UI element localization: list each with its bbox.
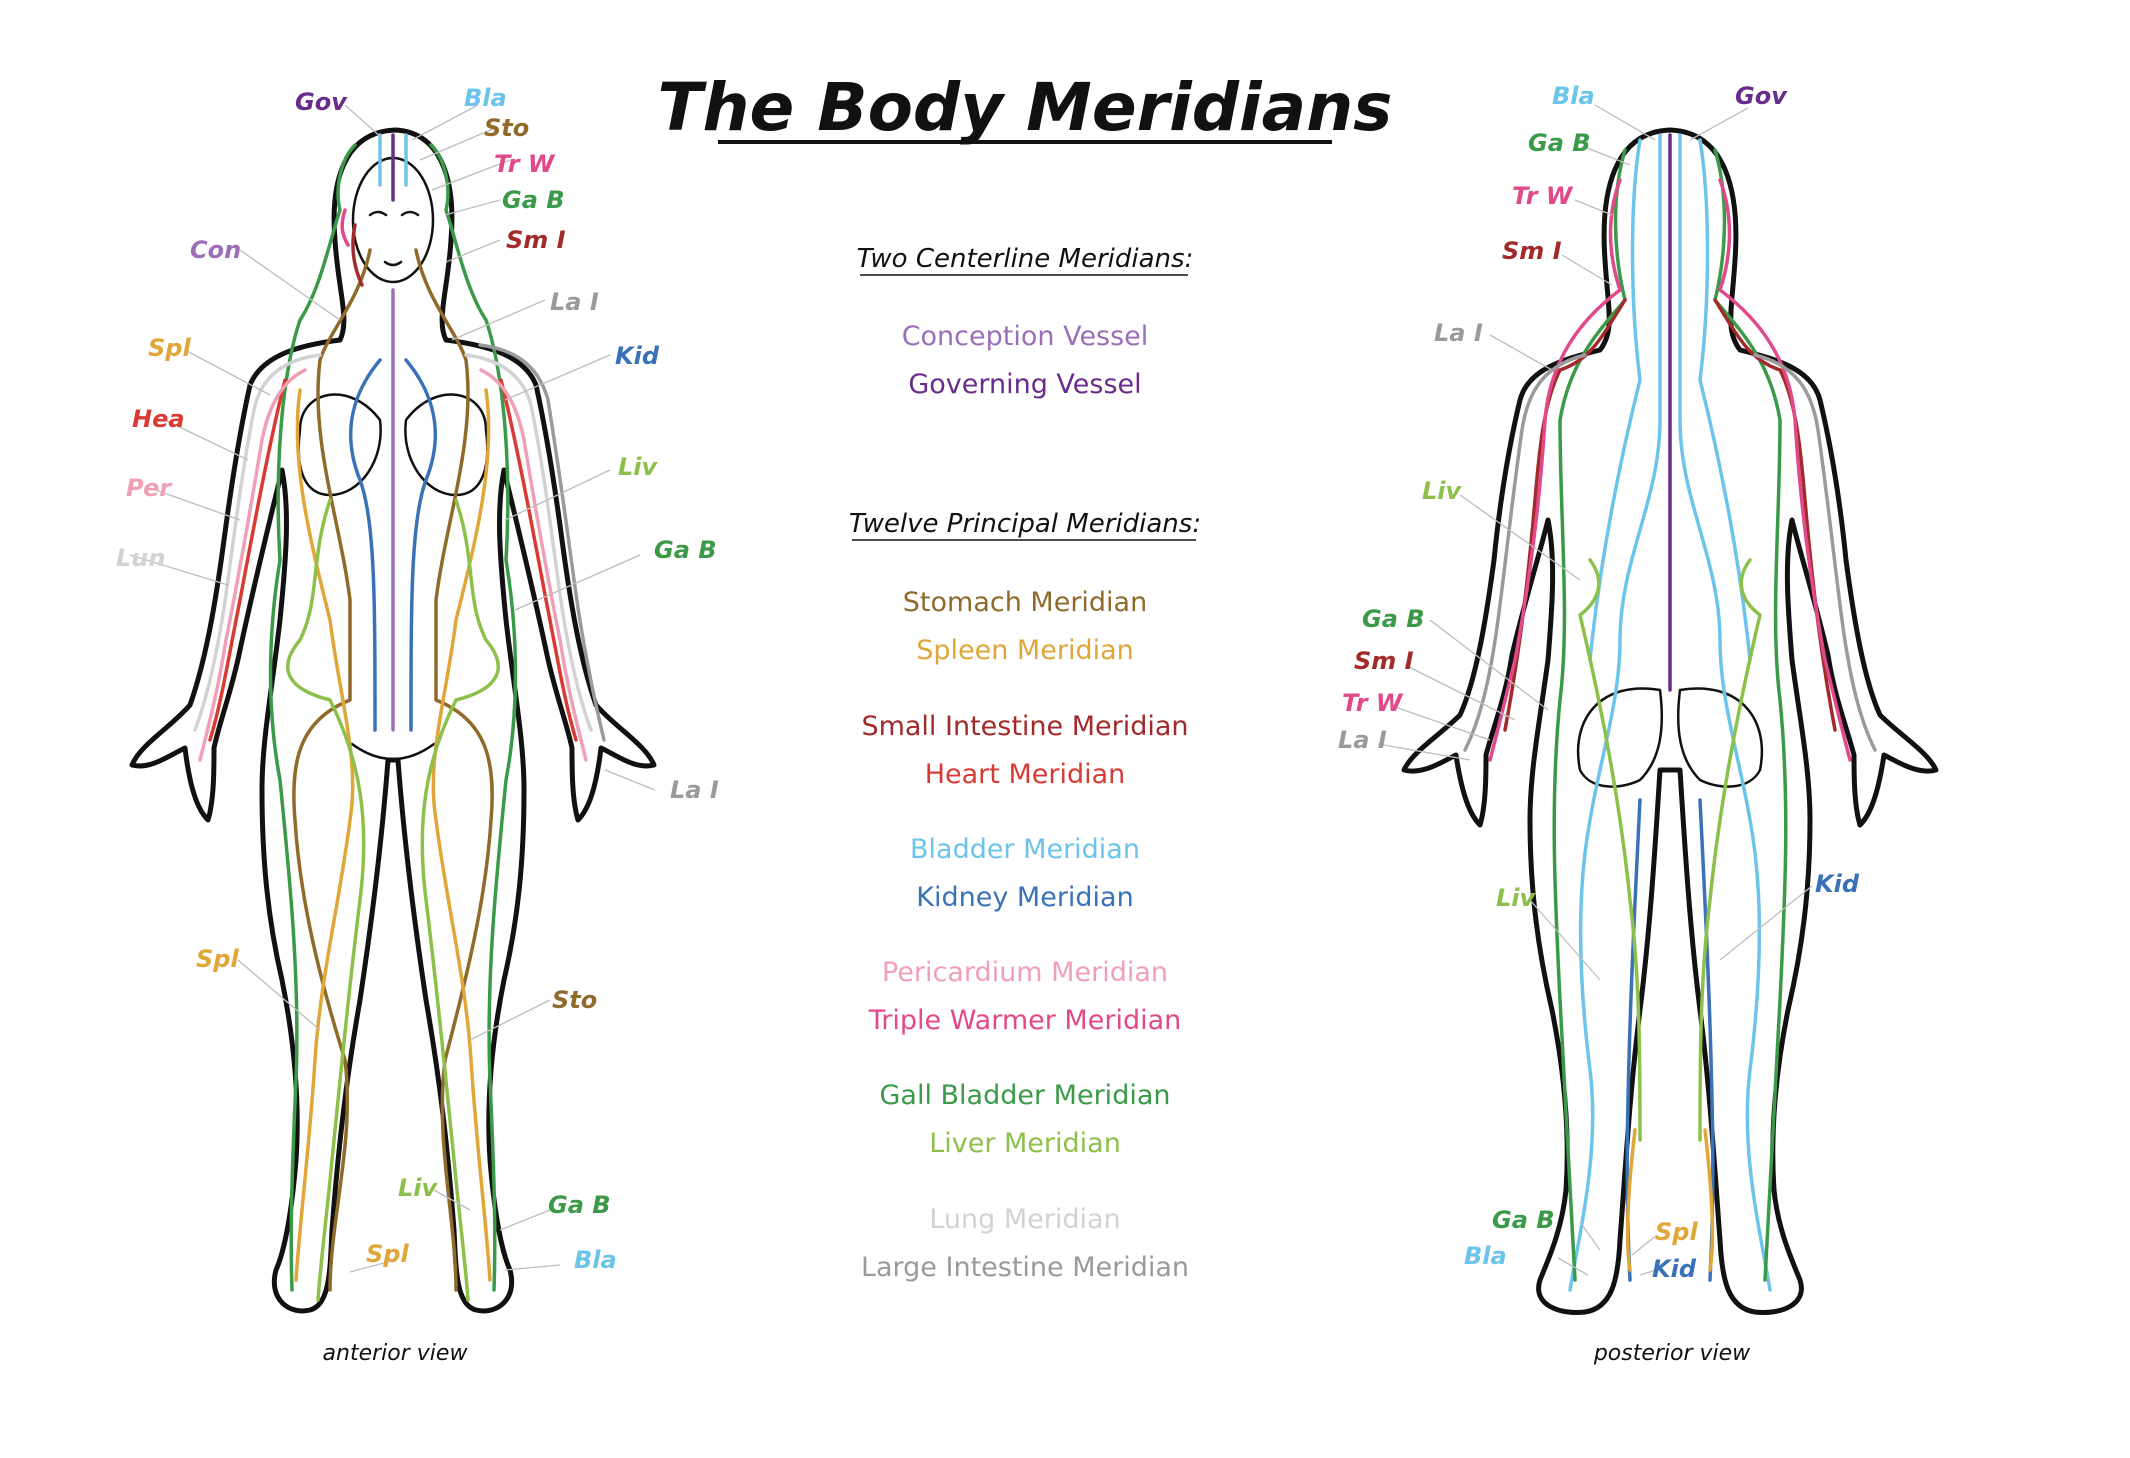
anterior-label-con: Con: [190, 236, 241, 264]
anterior-label-bla-top: Bla: [464, 84, 507, 112]
legend-stomach: Stomach Meridian: [903, 587, 1147, 618]
posterior-large-intestine-line-l: [1463, 353, 1587, 752]
anterior-spleen-line-l: [294, 388, 355, 1282]
anterior-liver-line-l: [286, 498, 366, 1302]
posterior-label-spl-foot: Spl: [1655, 1218, 1698, 1246]
legend-small-intestine: Small Intestine Meridian: [861, 711, 1188, 742]
posterior-label-smi-hand: Sm I: [1354, 647, 1414, 675]
posterior-liver-line-r: [1698, 558, 1762, 1142]
anterior-lung-line-r: [464, 353, 593, 732]
centerline-heading: Two Centerline Meridians:: [857, 244, 1194, 274]
anterior-liver-line-r: [420, 498, 500, 1302]
posterior-caption: posterior view: [1593, 1341, 1751, 1366]
posterior-label-trw-head: Tr W: [1512, 182, 1574, 210]
posterior-bladder-outer-r: [1698, 138, 1752, 662]
legend-liver: Liver Meridian: [929, 1128, 1121, 1159]
anterior-label-lai-shoulder: La I: [550, 288, 599, 316]
posterior-figure: Bla Gov Ga B Tr W Sm I La I Liv Ga B Sm …: [1338, 82, 1939, 1366]
anterior-label-gab-torso: Ga B: [654, 536, 717, 564]
principal-heading: Twelve Principal Meridians:: [849, 509, 1201, 539]
anterior-label-lai-hand: La I: [670, 776, 719, 804]
anterior-label-gov: Gov: [295, 88, 348, 116]
anterior-stomach-line-l: [292, 248, 372, 1292]
anterior-triple-warmer-head: [340, 208, 350, 247]
posterior-label-gab-head: Ga B: [1528, 129, 1591, 157]
legend-lung: Lung Meridian: [929, 1204, 1120, 1235]
legend-heart: Heart Meridian: [925, 759, 1126, 790]
legend-spleen: Spleen Meridian: [916, 635, 1134, 666]
posterior-label-gab-hip: Ga B: [1362, 605, 1425, 633]
posterior-spleen-foot-l: [1625, 1128, 1637, 1272]
posterior-label-liv-torso: Liv: [1422, 477, 1463, 505]
anterior-pericardium-line-r: [479, 368, 588, 762]
posterior-small-intestine-line-r: [1713, 298, 1837, 732]
posterior-label-kid-leg: Kid: [1815, 870, 1860, 898]
anterior-gallbladder-line-l: [268, 143, 357, 1292]
anterior-label-liv-torso: Liv: [618, 453, 659, 481]
legend: Two Centerline Meridians: Conception Ves…: [849, 244, 1201, 1283]
anterior-pericardium-line-l: [198, 368, 307, 762]
anterior-leaders: [129, 104, 656, 1273]
posterior-bladder-line-r: [1678, 133, 1772, 1292]
anterior-label-spl-foot: Spl: [366, 1240, 409, 1268]
anterior-label-spl-leg: Spl: [196, 945, 239, 973]
anterior-label-lun: Lun: [116, 544, 165, 572]
legend-conception: Conception Vessel: [902, 321, 1149, 352]
anterior-kidney-line-l: [348, 358, 382, 732]
anterior-figure: Gov Bla Sto Tr W Ga B Sm I Con La I Spl …: [116, 84, 719, 1366]
anterior-label-liv-foot: Liv: [398, 1174, 439, 1202]
posterior-label-trw-hand: Tr W: [1342, 689, 1404, 717]
legend-bladder: Bladder Meridian: [910, 834, 1140, 865]
posterior-label-gab-foot: Ga B: [1492, 1206, 1555, 1234]
posterior-large-intestine-line-r: [1753, 353, 1877, 752]
anterior-label-gab-head: Ga B: [502, 186, 565, 214]
posterior-bladder-line-l: [1568, 133, 1662, 1292]
anterior-spleen-line-r: [431, 388, 492, 1282]
posterior-label-lai-shoulder: La I: [1434, 319, 1483, 347]
posterior-label-lai-hand: La I: [1338, 726, 1387, 754]
posterior-label-kid-foot: Kid: [1652, 1255, 1697, 1283]
posterior-spleen-foot-r: [1703, 1128, 1715, 1272]
posterior-small-intestine-line-l: [1503, 298, 1627, 732]
anterior-caption: anterior view: [323, 1341, 469, 1366]
posterior-label-bla-top: Bla: [1552, 82, 1595, 110]
legend-pericardium: Pericardium Meridian: [882, 957, 1168, 988]
anterior-heart-line-l: [208, 378, 287, 742]
posterior-bladder-outer-l: [1588, 138, 1642, 662]
posterior-triple-warmer-line-r: [1718, 178, 1852, 762]
anterior-large-intestine-line: [478, 343, 606, 742]
anterior-label-spl-chest: Spl: [148, 334, 191, 362]
posterior-label-smi-head: Sm I: [1502, 237, 1562, 265]
anterior-bladder-head: [378, 133, 408, 187]
legend-triple-warmer: Triple Warmer Meridian: [868, 1005, 1182, 1036]
posterior-label-bla-foot: Bla: [1464, 1242, 1507, 1270]
page-title: The Body Meridians: [658, 69, 1393, 146]
posterior-label-liv-leg: Liv: [1496, 884, 1537, 912]
anterior-stomach-line-r: [414, 248, 494, 1292]
anterior-label-hea: Hea: [132, 405, 185, 433]
posterior-body-outline: [1401, 127, 1939, 1316]
anterior-label-sto-leg: Sto: [552, 986, 597, 1014]
anterior-label-trw: Tr W: [494, 150, 556, 178]
anterior-lung-line-l: [193, 353, 322, 732]
anterior-label-smi: Sm I: [506, 226, 566, 254]
legend-governing: Governing Vessel: [908, 369, 1141, 400]
anterior-gallbladder-line-r: [429, 143, 518, 1292]
anterior-label-sto-top: Sto: [484, 114, 529, 142]
posterior-liver-line-l: [1578, 558, 1642, 1142]
anterior-label-gab-foot: Ga B: [548, 1191, 611, 1219]
anterior-small-intestine-head: [351, 223, 364, 287]
posterior-triple-warmer-line-l: [1488, 178, 1622, 762]
legend-large-intestine: Large Intestine Meridian: [861, 1252, 1189, 1283]
anterior-label-kid: Kid: [615, 342, 660, 370]
anterior-label-bla-foot: Bla: [574, 1246, 617, 1274]
posterior-leaders: [1377, 104, 1813, 1276]
anterior-label-per: Per: [126, 474, 173, 502]
anterior-kidney-line-r: [404, 358, 438, 732]
legend-kidney: Kidney Meridian: [916, 882, 1133, 913]
posterior-label-gov: Gov: [1735, 82, 1788, 110]
legend-gall-bladder: Gall Bladder Meridian: [879, 1080, 1170, 1111]
anterior-heart-line-r: [499, 378, 578, 742]
